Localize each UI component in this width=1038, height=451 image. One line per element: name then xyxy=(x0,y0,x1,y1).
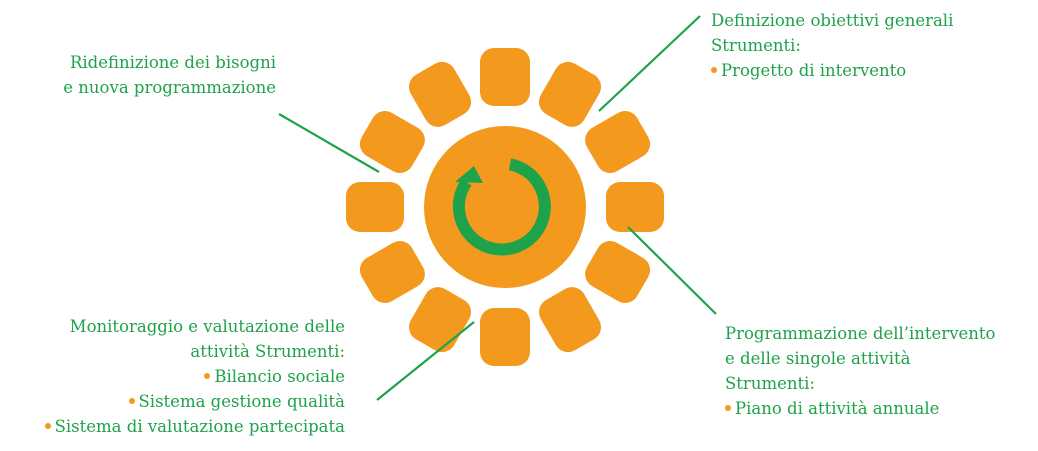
sun-ray xyxy=(606,182,664,232)
tool-item-label: Bilancio sociale xyxy=(214,367,345,386)
phase-text-line: e delle singole attività xyxy=(725,349,911,368)
connector-line-bottom-right xyxy=(627,226,717,315)
cycle-arrow-icon xyxy=(452,158,551,256)
phase-text-line: Definizione obiettivi generali xyxy=(711,11,954,30)
connector-line-top-left xyxy=(278,113,380,173)
sun-rays xyxy=(346,48,664,366)
sun-ray xyxy=(359,240,425,304)
sun-ray xyxy=(408,287,472,353)
sun-ray xyxy=(408,61,472,127)
sun-ray xyxy=(359,110,425,174)
bullet-icon xyxy=(204,372,211,379)
phase-text-line: Programmazione dell’intervento xyxy=(725,324,996,343)
tool-item-label: Piano di attività annuale xyxy=(735,399,940,418)
tool-item-label: Sistema gestione qualità xyxy=(138,392,346,411)
tool-item: Bilancio sociale xyxy=(45,364,345,389)
phase-text-line: Ridefinizione dei bisogni xyxy=(69,53,276,72)
phase-text-line: Monitoraggio e valutazione delle xyxy=(69,317,345,336)
sun-ray xyxy=(585,110,651,174)
bullet-icon xyxy=(725,404,731,411)
bullet-icon xyxy=(44,422,51,429)
phase-needs-redefinition: Ridefinizione dei bisogni e nuova progra… xyxy=(40,50,276,100)
phase-text-line: Strumenti: xyxy=(711,36,801,55)
phase-text-line: attività Strumenti: xyxy=(190,342,345,361)
bullet-icon xyxy=(128,397,135,404)
sun-core xyxy=(424,126,586,288)
connector-line-bottom-left xyxy=(376,321,475,401)
tool-item-label: Sistema di valutazione partecipata xyxy=(54,417,345,436)
sun-ray xyxy=(538,61,602,127)
phase-text-line: Strumenti: xyxy=(725,374,815,393)
tool-item: Sistema gestione qualità xyxy=(45,389,345,414)
sun-ray xyxy=(538,287,602,353)
tool-item-label: Progetto di intervento xyxy=(721,61,907,80)
phase-intervention-planning: Programmazione dell’intervento e delle s… xyxy=(725,321,995,421)
phase-text-line: e nuova programmazione xyxy=(63,78,276,97)
sun-ray xyxy=(480,48,530,106)
connector-line-top-right xyxy=(598,15,701,112)
sun-ray xyxy=(480,308,530,366)
tool-item: Piano di attività annuale xyxy=(725,396,995,421)
phase-monitoring-evaluation: Monitoraggio e valutazione delle attivit… xyxy=(44,314,345,439)
phase-general-objectives: Definizione obiettivi generali Strumenti… xyxy=(711,8,953,83)
sun-ray xyxy=(346,182,404,232)
tool-item: Sistema di valutazione partecipata xyxy=(44,414,345,439)
tool-item: Progetto di intervento xyxy=(711,58,953,83)
bullet-icon xyxy=(711,66,717,73)
sun-ray xyxy=(585,240,651,304)
connector-lines xyxy=(278,15,717,401)
